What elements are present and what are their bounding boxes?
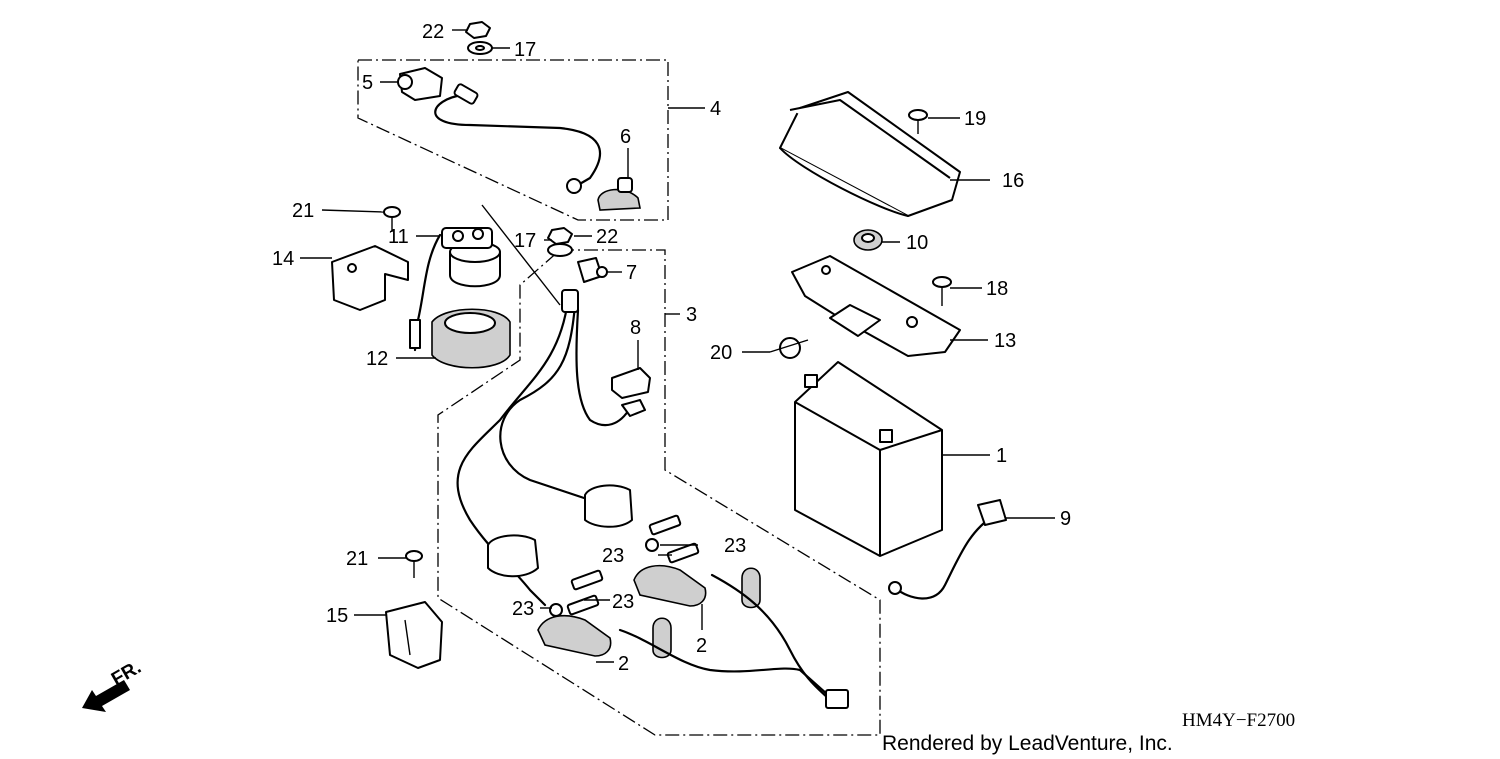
front-direction-arrow: FR.: [82, 657, 145, 712]
callout-18: 18: [986, 278, 1008, 300]
callout-15: 15: [326, 605, 348, 627]
front-direction-label: FR.: [108, 657, 145, 690]
callout-13: 13: [994, 330, 1016, 352]
callout-23-c: 23: [612, 591, 634, 613]
callout-21-bottom: 21: [346, 548, 368, 570]
bracket-14: [331, 245, 409, 311]
terminal-cover-5: [397, 67, 443, 101]
callout-2-b: 2: [618, 653, 629, 675]
callout-22-top: 22: [422, 21, 444, 43]
cushion-10: [853, 229, 883, 251]
callout-2-a: 2: [696, 635, 707, 657]
group-outline-4: [357, 59, 669, 221]
battery-cable: [434, 83, 601, 194]
battery-1: [794, 361, 943, 557]
callout-22-mid: 22: [596, 226, 618, 248]
bolt-19: [908, 109, 928, 134]
main-harness: [456, 257, 849, 709]
clamp-20: [769, 337, 809, 359]
callout-10: 10: [906, 232, 928, 254]
washer-17-mid: [547, 243, 573, 257]
bolt-18: [932, 276, 952, 306]
battery-cable-9: [888, 499, 1007, 600]
nut-22-top: [465, 21, 491, 39]
starter-relay: [409, 204, 561, 352]
callout-23-b: 23: [602, 545, 624, 567]
callout-20: 20: [710, 342, 732, 364]
callout-17-top: 17: [514, 39, 536, 61]
battery-band-13: [791, 255, 961, 357]
callout-19: 19: [964, 108, 986, 130]
callout-3: 3: [686, 304, 697, 326]
washer-17-top: [467, 41, 493, 55]
callout-16: 16: [1002, 170, 1024, 192]
callout-23-d: 23: [512, 598, 534, 620]
terminal-cap-6: [597, 177, 641, 211]
battery-cover-16: [779, 91, 961, 217]
group-outline-3: [437, 249, 881, 736]
callout-6: 6: [620, 126, 631, 148]
leader-lines: [300, 29, 1055, 663]
callout-11: 11: [388, 226, 409, 248]
callout-7: 7: [626, 262, 637, 284]
callout-23-a: 23: [724, 535, 746, 557]
screw-21-bottom: [405, 550, 423, 578]
callout-12: 12: [366, 348, 388, 370]
callout-1: 1: [996, 445, 1007, 467]
callout-8: 8: [630, 317, 641, 339]
credit-text: Rendered by LeadVenture, Inc.: [882, 732, 1173, 755]
diagram-code: HM4Y−F2700: [1182, 710, 1295, 731]
callout-4: 4: [710, 98, 721, 120]
callout-17-mid: 17: [514, 230, 536, 252]
callout-21-top: 21: [292, 200, 314, 222]
relay-holder-12: [431, 308, 511, 369]
callout-9: 9: [1060, 508, 1071, 530]
callout-14: 14: [272, 248, 294, 270]
nut-22-mid: [547, 227, 573, 245]
bracket-15: [385, 601, 443, 669]
callout-5: 5: [362, 72, 373, 94]
